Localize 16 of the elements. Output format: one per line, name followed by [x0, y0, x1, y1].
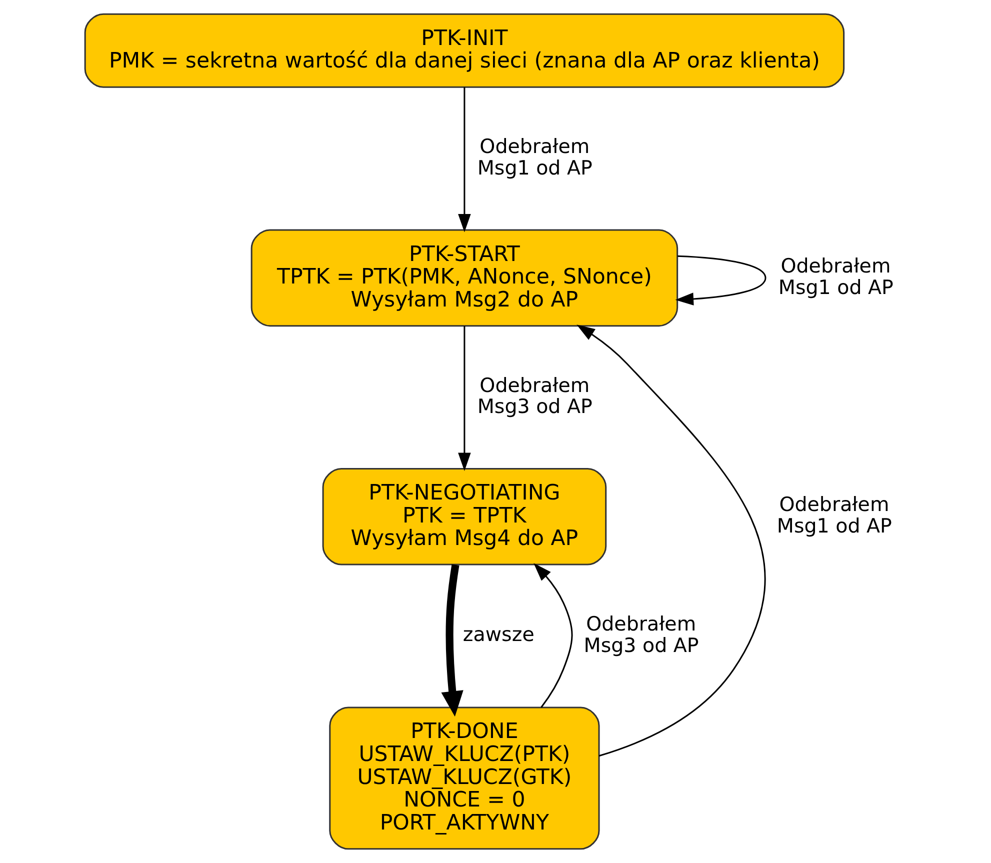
- edge-label: Odebrałem Msg3 od AP: [476, 374, 592, 418]
- edge-label: Odebrałem Msg1 od AP: [778, 254, 893, 299]
- arrow: [674, 255, 766, 306]
- arrow: [440, 564, 463, 717]
- arrow: [458, 87, 470, 232]
- arrow: [533, 563, 572, 708]
- edge-label: Odebrałem Msg1 od AP: [476, 135, 592, 180]
- node-box: PTK-START TPTK = PTK(PMK, ANonce, SNonce) Wysyłam Msg2 do AP: [250, 229, 678, 327]
- node-box: PTK-NEGOTIATING PTK = TPTK Wysyłam Msg4 do AP: [322, 468, 606, 566]
- node-box: PTK-INIT PMK = sekretna wartość dla danej sieci (znana dla AP oraz klienta): [84, 13, 844, 88]
- edge-label: Odebrałem Msg3 od AP: [583, 612, 698, 657]
- arrow: [458, 326, 470, 471]
- arrow: [576, 324, 765, 757]
- edge-label: zawsze: [462, 623, 534, 646]
- edge-label: Odebrałem Msg1 od AP: [776, 493, 892, 538]
- node-box: PTK-DONE USTAW_KLUCZ(PTK) USTAW_KLUCZ(GTK) NONCE = 0 PORT_AKTYWNY: [328, 706, 600, 850]
